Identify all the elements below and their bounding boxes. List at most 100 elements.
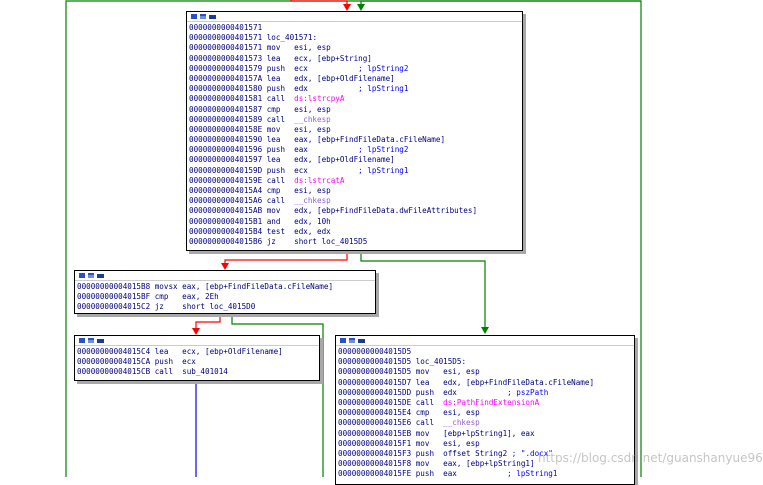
- asm-operands[interactable]: offset String2: [443, 448, 508, 458]
- asm-address[interactable]: 0000000000401597: [189, 155, 263, 165]
- asm-address[interactable]: 00000000004015BF: [77, 292, 151, 302]
- asm-address[interactable]: 0000000000401573: [189, 53, 263, 63]
- asm-operands[interactable]: ecx, [ebp+String]: [294, 53, 372, 63]
- asm-address[interactable]: 00000000004015FE: [338, 469, 412, 479]
- asm-operands[interactable]: eax, [ebp+FindFileData.cFileName]: [182, 282, 334, 291]
- asm-address[interactable]: 00000000004015EB: [338, 428, 412, 438]
- asm-address[interactable]: 00000000004015E4: [338, 408, 412, 418]
- asm-address[interactable]: 0000000000401589: [189, 114, 263, 124]
- asm-address[interactable]: 00000000004015D5: [338, 357, 412, 367]
- asm-line[interactable]: 00000000004015EB mov[ebp+lpString1], eax: [338, 429, 632, 439]
- asm-operands[interactable]: esi, esp: [294, 124, 331, 134]
- asm-operands[interactable]: ds:lstrcatA: [294, 175, 345, 185]
- asm-operands[interactable]: edx: [443, 387, 457, 397]
- node-header[interactable]: [336, 336, 634, 346]
- asm-operands[interactable]: eax: [443, 469, 457, 479]
- asm-address[interactable]: 0000000000401587: [189, 104, 263, 114]
- asm-address[interactable]: 00000000004015D5: [338, 347, 412, 356]
- node-collapse-icon[interactable]: [358, 338, 365, 343]
- asm-operands[interactable]: esi, esp: [443, 367, 480, 377]
- asm-address[interactable]: 00000000004015AB: [189, 206, 263, 216]
- asm-address[interactable]: 000000000040158E: [189, 124, 263, 134]
- asm-line[interactable]: 0000000000401589 call__chkesp: [189, 115, 520, 125]
- asm-address[interactable]: 00000000004015D5: [338, 367, 412, 377]
- asm-operands[interactable]: [ebp+lpString1], eax: [443, 428, 535, 438]
- asm-operands[interactable]: eax, [ebp+FindFileData.cFileName]: [294, 135, 446, 145]
- node-graph-icon[interactable]: [200, 14, 206, 19]
- asm-address[interactable]: 0000000000401590: [189, 135, 263, 145]
- asm-address[interactable]: 00000000004015A6: [189, 196, 263, 206]
- asm-address[interactable]: 0000000000401571: [189, 23, 263, 32]
- asm-label[interactable]: loc_4015D5:: [415, 357, 467, 367]
- asm-address[interactable]: 0000000000401579: [189, 63, 263, 73]
- asm-address[interactable]: 00000000004015F1: [338, 438, 412, 448]
- graph-node-loc-4015D5[interactable]: 00000000004015D5 00000000004015D5 loc_40…: [335, 335, 635, 485]
- asm-address[interactable]: 0000000000401596: [189, 145, 263, 155]
- asm-operands[interactable]: eax, [ebp+lpString1]: [443, 459, 535, 469]
- node-header[interactable]: [187, 12, 522, 22]
- asm-operands[interactable]: __chkesp: [294, 114, 331, 124]
- asm-address[interactable]: 00000000004015D7: [338, 377, 412, 387]
- asm-line[interactable]: 00000000004015E6 call__chkesp: [338, 418, 632, 428]
- asm-operands[interactable]: esi, esp: [443, 438, 480, 448]
- asm-operands[interactable]: edx, 10h: [294, 216, 331, 226]
- node-graph-icon[interactable]: [88, 338, 94, 343]
- asm-address[interactable]: 000000000040157A: [189, 73, 263, 83]
- asm-address[interactable]: 00000000004015C2: [77, 302, 151, 312]
- asm-address[interactable]: 00000000004015B1: [189, 216, 263, 226]
- asm-address[interactable]: 00000000004015DE: [338, 397, 412, 407]
- asm-address[interactable]: 00000000004015E6: [338, 418, 412, 428]
- asm-operands[interactable]: edx, [ebp+OldFilename]: [294, 73, 395, 83]
- asm-operands[interactable]: edx, [ebp+OldFilename]: [294, 155, 395, 165]
- asm-address[interactable]: 00000000004015A4: [189, 186, 263, 195]
- asm-operands[interactable]: __chkesp: [443, 418, 480, 428]
- node-graph-icon[interactable]: [88, 273, 94, 278]
- asm-operands[interactable]: __chkesp: [294, 196, 331, 206]
- asm-operands[interactable]: ecx: [294, 165, 308, 175]
- asm-operands[interactable]: eax, 2Eh: [182, 292, 219, 302]
- asm-operands[interactable]: esi, esp: [294, 104, 331, 114]
- asm-operands[interactable]: ds:lstrcpyA: [294, 94, 345, 104]
- asm-line[interactable]: 00000000004015D5 loc_4015D5:: [338, 357, 632, 367]
- asm-operands[interactable]: short loc_4015D5: [294, 236, 368, 246]
- asm-address[interactable]: 0000000000401581: [189, 94, 263, 104]
- asm-address[interactable]: 00000000004015DD: [338, 387, 412, 397]
- asm-address[interactable]: 0000000000401571: [189, 33, 263, 43]
- asm-operands[interactable]: ds:PathFindExtensionA: [443, 397, 540, 407]
- asm-operands[interactable]: esi, esp: [443, 408, 480, 418]
- asm-operands[interactable]: edx, [ebp+FindFileData.dwFileAttributes]: [294, 206, 478, 216]
- node-header[interactable]: [75, 271, 375, 281]
- asm-line[interactable]: 0000000000401571: [189, 23, 520, 33]
- asm-operands[interactable]: edx: [294, 84, 308, 94]
- node-color-icon[interactable]: [191, 14, 197, 19]
- asm-address[interactable]: 000000000040159E: [189, 175, 263, 185]
- asm-address[interactable]: 0000000000401571: [189, 43, 263, 53]
- asm-operands[interactable]: esi, esp: [294, 43, 331, 53]
- asm-address[interactable]: 00000000004015C4: [77, 347, 151, 356]
- node-header[interactable]: [75, 336, 319, 346]
- node-graph-icon[interactable]: [349, 338, 355, 343]
- asm-line[interactable]: 00000000004015D5: [338, 347, 632, 357]
